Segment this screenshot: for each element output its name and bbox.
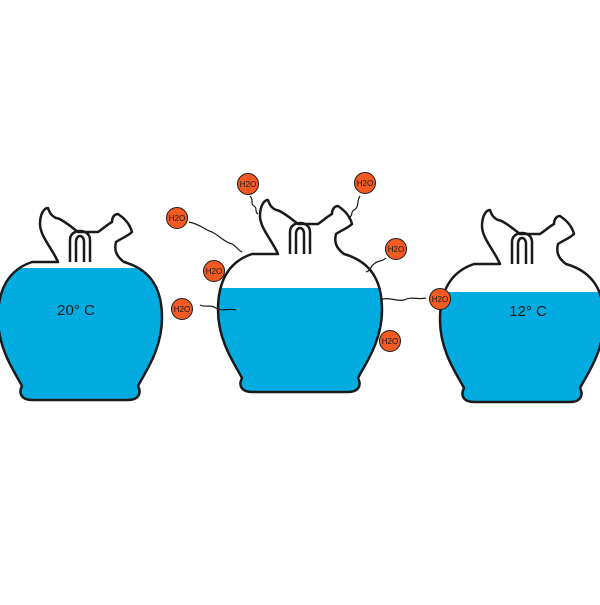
h2o-molecule-circle [385,238,407,260]
h2o-molecule-label: H2O [357,179,373,188]
h2o-molecule-label: H2O [240,180,256,189]
vapor-trails [188,195,427,311]
h2o-molecule-label: H2O [388,245,404,254]
h2o-molecule-circle [237,173,259,195]
h2o-molecule-label: H2O [206,267,222,276]
h2o-molecule-label: H2O [169,214,185,223]
temperature-label-before: 20° C [57,302,95,319]
h2o-molecule: H2O [166,207,188,229]
h2o-molecule-circle [379,330,401,352]
water-fill-evaporating [218,288,382,392]
h2o-molecule-label: H2O [382,337,398,346]
h2o-molecule: H2O [237,173,259,195]
h2o-molecule: H2O [354,172,376,194]
jar-handle-after [510,231,534,264]
jar-handle-evaporating [288,221,312,254]
h2o-molecule-circle [166,207,188,229]
vapor-trail [249,195,259,215]
temperature-label-after: 12° C [509,303,547,320]
vapor-trail [347,195,361,219]
h2o-molecule: H2O [429,288,451,310]
water-molecules: H2O H2O H2O H2O H2O H2O H2O H2O [166,172,451,352]
jar-evaporating [216,198,384,394]
jar-before: 20° C [0,206,164,402]
vapor-trail [188,221,243,253]
vapor-trail [365,257,387,273]
jar-handle-before [68,229,92,262]
h2o-molecule: H2O [203,260,225,282]
water-fill-after [440,292,600,402]
h2o-molecule: H2O [385,238,407,260]
water-fill-before [0,268,162,400]
h2o-molecule-label: H2O [432,295,448,304]
vapor-trail [199,304,237,311]
h2o-molecule: H2O [171,298,193,320]
vapor-trail [379,297,427,302]
h2o-molecule-circle [203,260,225,282]
h2o-molecule-circle [171,298,193,320]
h2o-molecule: H2O [379,330,401,352]
jar-after: 12° C [438,208,600,404]
h2o-molecule-label: H2O [174,305,190,314]
h2o-molecule-circle [429,288,451,310]
h2o-molecule-circle [354,172,376,194]
